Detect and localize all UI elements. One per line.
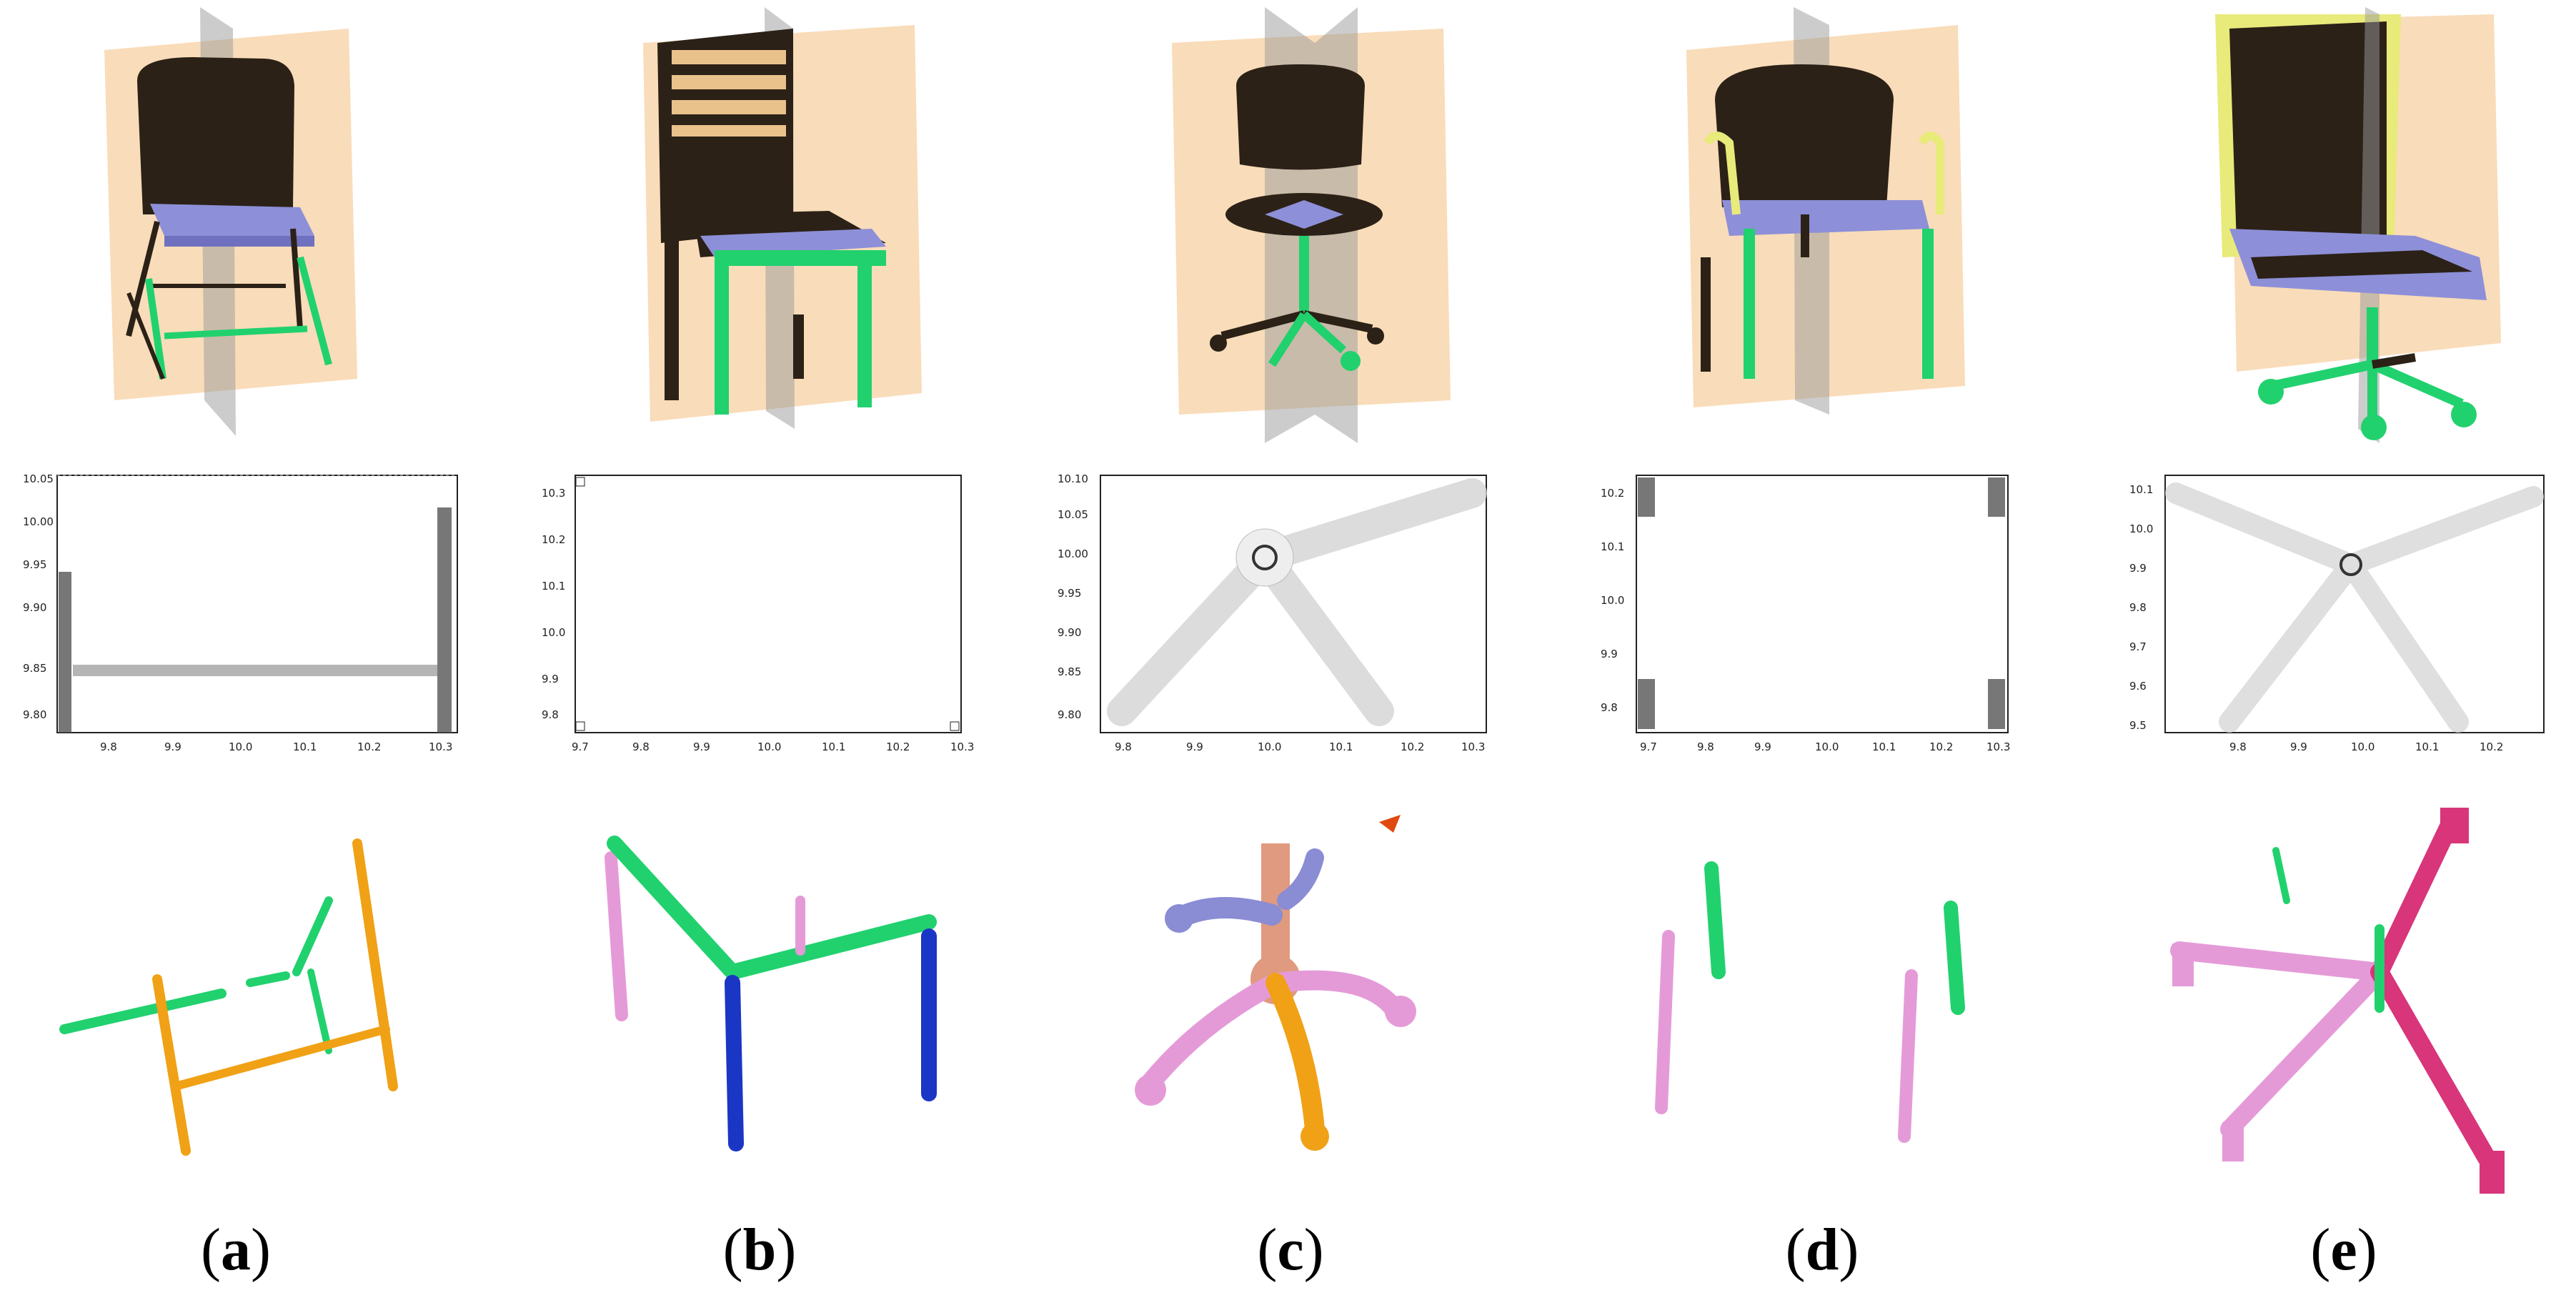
caption-b: (b)	[722, 1217, 797, 1283]
x-tick: 9.9	[1186, 740, 1203, 753]
y-tick: 9.95	[23, 558, 46, 571]
y-tick: 9.9	[542, 673, 559, 685]
x-tick: 10.3	[1986, 740, 2010, 753]
caption-c-letter: c	[1277, 1217, 1304, 1283]
x-tick: 10.1	[293, 740, 317, 753]
x-tick: 9.8	[2229, 740, 2247, 753]
y-tick: 9.85	[1058, 665, 1081, 678]
x-tick: 9.7	[572, 740, 589, 753]
x-tick: 10.0	[2351, 740, 2374, 753]
caption-a-letter: a	[221, 1217, 251, 1283]
panel-b-segmentation	[605, 836, 937, 1151]
panel-e-plot: 9.8 9.9 10.0 10.1 10.2 10.1 10.0 9.9 9.8…	[2129, 475, 2545, 753]
y-tick: 9.85	[23, 662, 46, 675]
y-tick: 9.80	[23, 708, 46, 721]
y-tick: 10.2	[1601, 487, 1624, 500]
panel-b-x-ticks: 9.7 9.8 9.9 10.0 10.1 10.2 10.3	[572, 740, 974, 753]
x-tick: 10.0	[1258, 740, 1281, 753]
caption-e-letter: e	[2330, 1217, 2357, 1283]
panel-c-plot: 9.8 9.9 10.0 10.1 10.2 10.3 10.10 10.05 …	[1058, 472, 1487, 753]
x-tick: 10.1	[1872, 740, 1896, 753]
panel-b-render	[643, 7, 922, 429]
y-tick: 10.1	[2129, 483, 2153, 496]
x-tick: 9.8	[1697, 740, 1714, 753]
y-tick: 10.0	[1601, 594, 1624, 607]
y-tick: 10.0	[2129, 522, 2153, 535]
x-tick: 9.9	[693, 740, 710, 753]
panel-d-plot: 9.7 9.8 9.9 10.0 10.1 10.2 10.3 10.2 10.…	[1601, 475, 2010, 753]
panel-d-segmentation	[1655, 861, 1965, 1143]
x-tick: 10.0	[757, 740, 781, 753]
y-tick: 10.00	[23, 515, 54, 528]
x-tick: 9.8	[100, 740, 117, 753]
y-tick: 10.1	[542, 580, 565, 593]
y-tick: 10.0	[542, 626, 565, 639]
panel-e-x-ticks: 9.8 9.9 10.0 10.1 10.2	[2229, 740, 2503, 753]
y-tick: 9.9	[1601, 648, 1618, 660]
x-tick: 10.2	[886, 740, 910, 753]
panel-e-render	[2215, 7, 2501, 443]
y-tick: 9.7	[2129, 640, 2147, 653]
panel-c-x-ticks: 9.8 9.9 10.0 10.1 10.2 10.3	[1115, 740, 1485, 753]
x-tick: 10.2	[357, 740, 381, 753]
x-tick: 9.9	[164, 740, 181, 753]
caption-c: (c)	[1257, 1217, 1324, 1283]
x-tick: 9.8	[1115, 740, 1132, 753]
y-tick: 9.8	[542, 708, 559, 721]
x-tick: 10.2	[2480, 740, 2503, 753]
y-tick: 10.10	[1058, 472, 1088, 485]
y-tick: 10.05	[1058, 508, 1088, 521]
panel-e-y-ticks: 10.1 10.0 9.9 9.8 9.7 9.6 9.5	[2129, 483, 2153, 732]
x-tick: 10.1	[822, 740, 845, 753]
panel-c-render	[1172, 7, 1451, 443]
y-tick: 10.1	[1601, 540, 1624, 553]
x-tick: 10.3	[950, 740, 974, 753]
panel-b-y-ticks: 10.3 10.2 10.1 10.0 9.9 9.8	[542, 487, 565, 721]
x-tick: 10.3	[429, 740, 452, 753]
x-tick: 10.0	[229, 740, 252, 753]
y-tick: 10.2	[542, 533, 565, 546]
x-tick: 10.0	[1815, 740, 1839, 753]
panel-a-render	[104, 7, 357, 436]
panel-b-plot: 9.7 9.8 9.9 10.0 10.1 10.2 10.3 10.3 10.…	[542, 475, 974, 753]
x-tick: 9.9	[1754, 740, 1771, 753]
panel-c-segmentation	[1135, 815, 1416, 1151]
x-tick: 10.2	[1929, 740, 1953, 753]
x-tick: 9.9	[2290, 740, 2307, 753]
y-tick: 10.3	[542, 487, 565, 500]
y-tick: 9.95	[1058, 587, 1081, 600]
caption-b-letter: b	[742, 1217, 777, 1283]
x-tick: 9.7	[1640, 740, 1657, 753]
y-tick: 9.8	[1601, 701, 1618, 714]
caption-e: (e)	[2310, 1217, 2377, 1283]
x-tick: 10.1	[2415, 740, 2439, 753]
panel-d-y-ticks: 10.2 10.1 10.0 9.9 9.8	[1601, 487, 1624, 714]
caption-d: (d)	[1785, 1217, 1859, 1283]
y-tick: 9.90	[1058, 626, 1081, 639]
x-tick: 10.3	[1461, 740, 1485, 753]
panel-d-x-ticks: 9.7 9.8 9.9 10.0 10.1 10.2 10.3	[1640, 740, 2010, 753]
x-tick: 10.2	[1401, 740, 1424, 753]
y-tick: 9.9	[2129, 562, 2147, 575]
y-tick: 9.6	[2129, 680, 2147, 693]
x-tick: 9.8	[632, 740, 650, 753]
x-tick: 10.1	[1329, 740, 1353, 753]
panel-e-segmentation	[2170, 808, 2505, 1194]
panel-c-y-ticks: 10.10 10.05 10.00 9.95 9.90 9.85 9.80	[1058, 472, 1088, 721]
panel-a-segmentation	[59, 838, 398, 1156]
panel-a-x-ticks: 9.8 9.9 10.0 10.1 10.2 10.3	[100, 740, 452, 753]
y-tick: 9.80	[1058, 708, 1081, 721]
y-tick: 10.05	[23, 472, 54, 485]
panel-d-render	[1686, 7, 1965, 415]
caption-a: (a)	[201, 1217, 271, 1283]
y-tick: 10.00	[1058, 548, 1088, 560]
panel-a-plot: 9.8 9.9 10.0 10.1 10.2 10.3 10.05 10.00 …	[23, 472, 458, 753]
y-tick: 9.8	[2129, 601, 2147, 614]
y-tick: 9.90	[23, 601, 46, 614]
y-tick: 9.5	[2129, 719, 2147, 732]
caption-d-letter: d	[1805, 1217, 1839, 1283]
panel-a-y-ticks: 10.05 10.00 9.95 9.90 9.85 9.80	[23, 472, 54, 721]
